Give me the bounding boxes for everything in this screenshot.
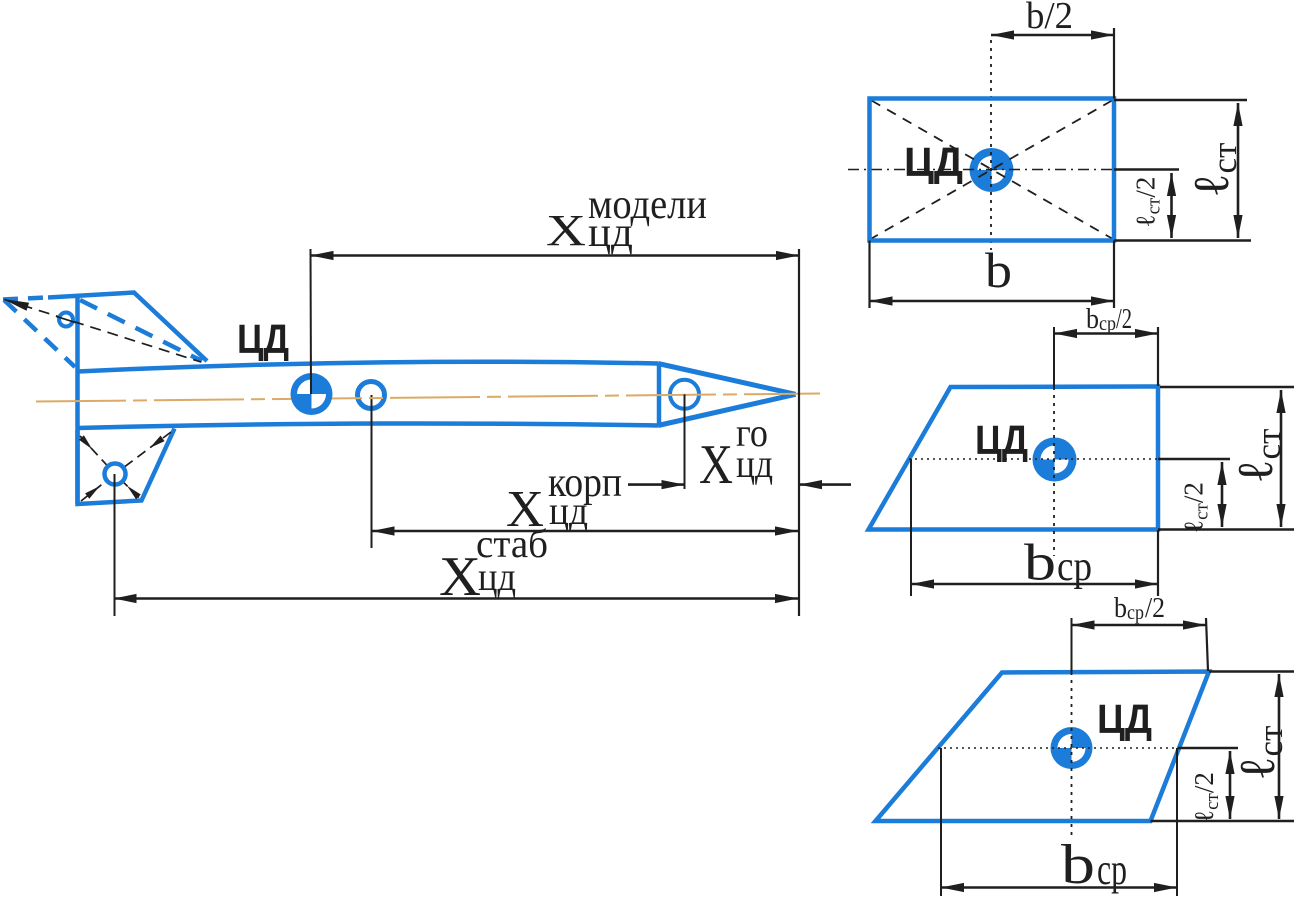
- svg-text:ЦД: ЦД: [1097, 696, 1152, 742]
- svg-text:ср: ср: [1127, 602, 1144, 624]
- svg-text:го: го: [736, 410, 768, 455]
- svg-text:/2: /2: [1145, 593, 1165, 624]
- svg-text:b/2: b/2: [1026, 0, 1073, 37]
- svg-text:ℓст/2: ℓст/2: [1131, 177, 1165, 228]
- svg-text:X: X: [506, 481, 544, 538]
- svg-text:b: b: [1061, 834, 1095, 896]
- svg-text:ЦД: ЦД: [237, 316, 289, 362]
- svg-text:ЦД: ЦД: [904, 139, 963, 185]
- svg-text:цд: цд: [588, 210, 633, 256]
- svg-text:b: b: [1086, 304, 1099, 335]
- svg-text:ср: ср: [1057, 544, 1092, 590]
- svg-text:b: b: [985, 242, 1012, 298]
- svg-text:стаб: стаб: [476, 521, 548, 566]
- svg-text:цд: цд: [736, 441, 773, 486]
- svg-text:X: X: [439, 546, 481, 608]
- svg-text:модели: модели: [588, 182, 707, 228]
- svg-text:X: X: [699, 434, 733, 496]
- svg-text:ср: ср: [1099, 313, 1116, 335]
- svg-text:X: X: [546, 206, 586, 255]
- svg-text:/2: /2: [1116, 304, 1132, 335]
- svg-text:b: b: [1024, 535, 1056, 592]
- svg-text:цд: цд: [549, 488, 588, 533]
- svg-text:корп: корп: [548, 460, 622, 506]
- svg-text:ср: ср: [1097, 845, 1127, 894]
- svg-text:b: b: [1114, 593, 1127, 624]
- svg-text:ЦД: ЦД: [975, 417, 1028, 463]
- svg-text:цд: цд: [478, 554, 516, 599]
